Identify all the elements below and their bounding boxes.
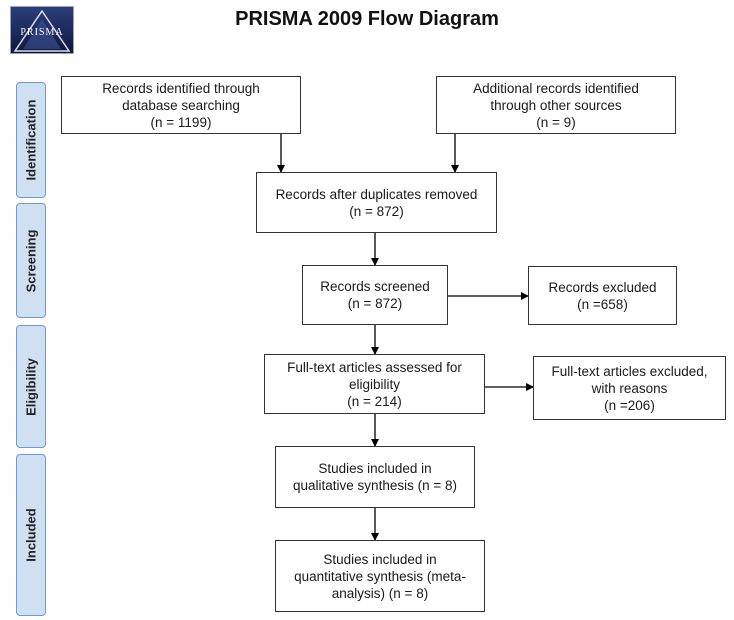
box-after-duplicates: Records after duplicates removed (n = 87…: [256, 172, 497, 233]
stage-identification: Identification: [16, 82, 46, 198]
box-quantitative-synthesis: Studies included in quantitative synthes…: [275, 540, 485, 612]
stage-screening: Screening: [16, 203, 46, 318]
prisma-logo: PRISMA: [10, 6, 74, 54]
page-title: PRISMA 2009 Flow Diagram: [235, 8, 499, 30]
prisma-triangle-icon: [13, 9, 71, 52]
stage-eligibility: Eligibility: [16, 325, 46, 448]
box-other-sources: Additional records identified through ot…: [436, 76, 676, 134]
box-fulltext-excluded: Full-text articles excluded, with reason…: [533, 356, 726, 420]
box-qualitative-synthesis: Studies included in qualitative synthesi…: [275, 446, 475, 508]
box-records-excluded: Records excluded (n =658): [528, 266, 677, 325]
stage-included: Included: [16, 454, 46, 616]
box-database-search: Records identified through database sear…: [61, 76, 301, 134]
box-fulltext-assessed: Full-text articles assessed for eligibil…: [264, 354, 485, 414]
box-records-screened: Records screened (n = 872): [302, 265, 448, 325]
logo-text: PRISMA: [20, 27, 64, 38]
